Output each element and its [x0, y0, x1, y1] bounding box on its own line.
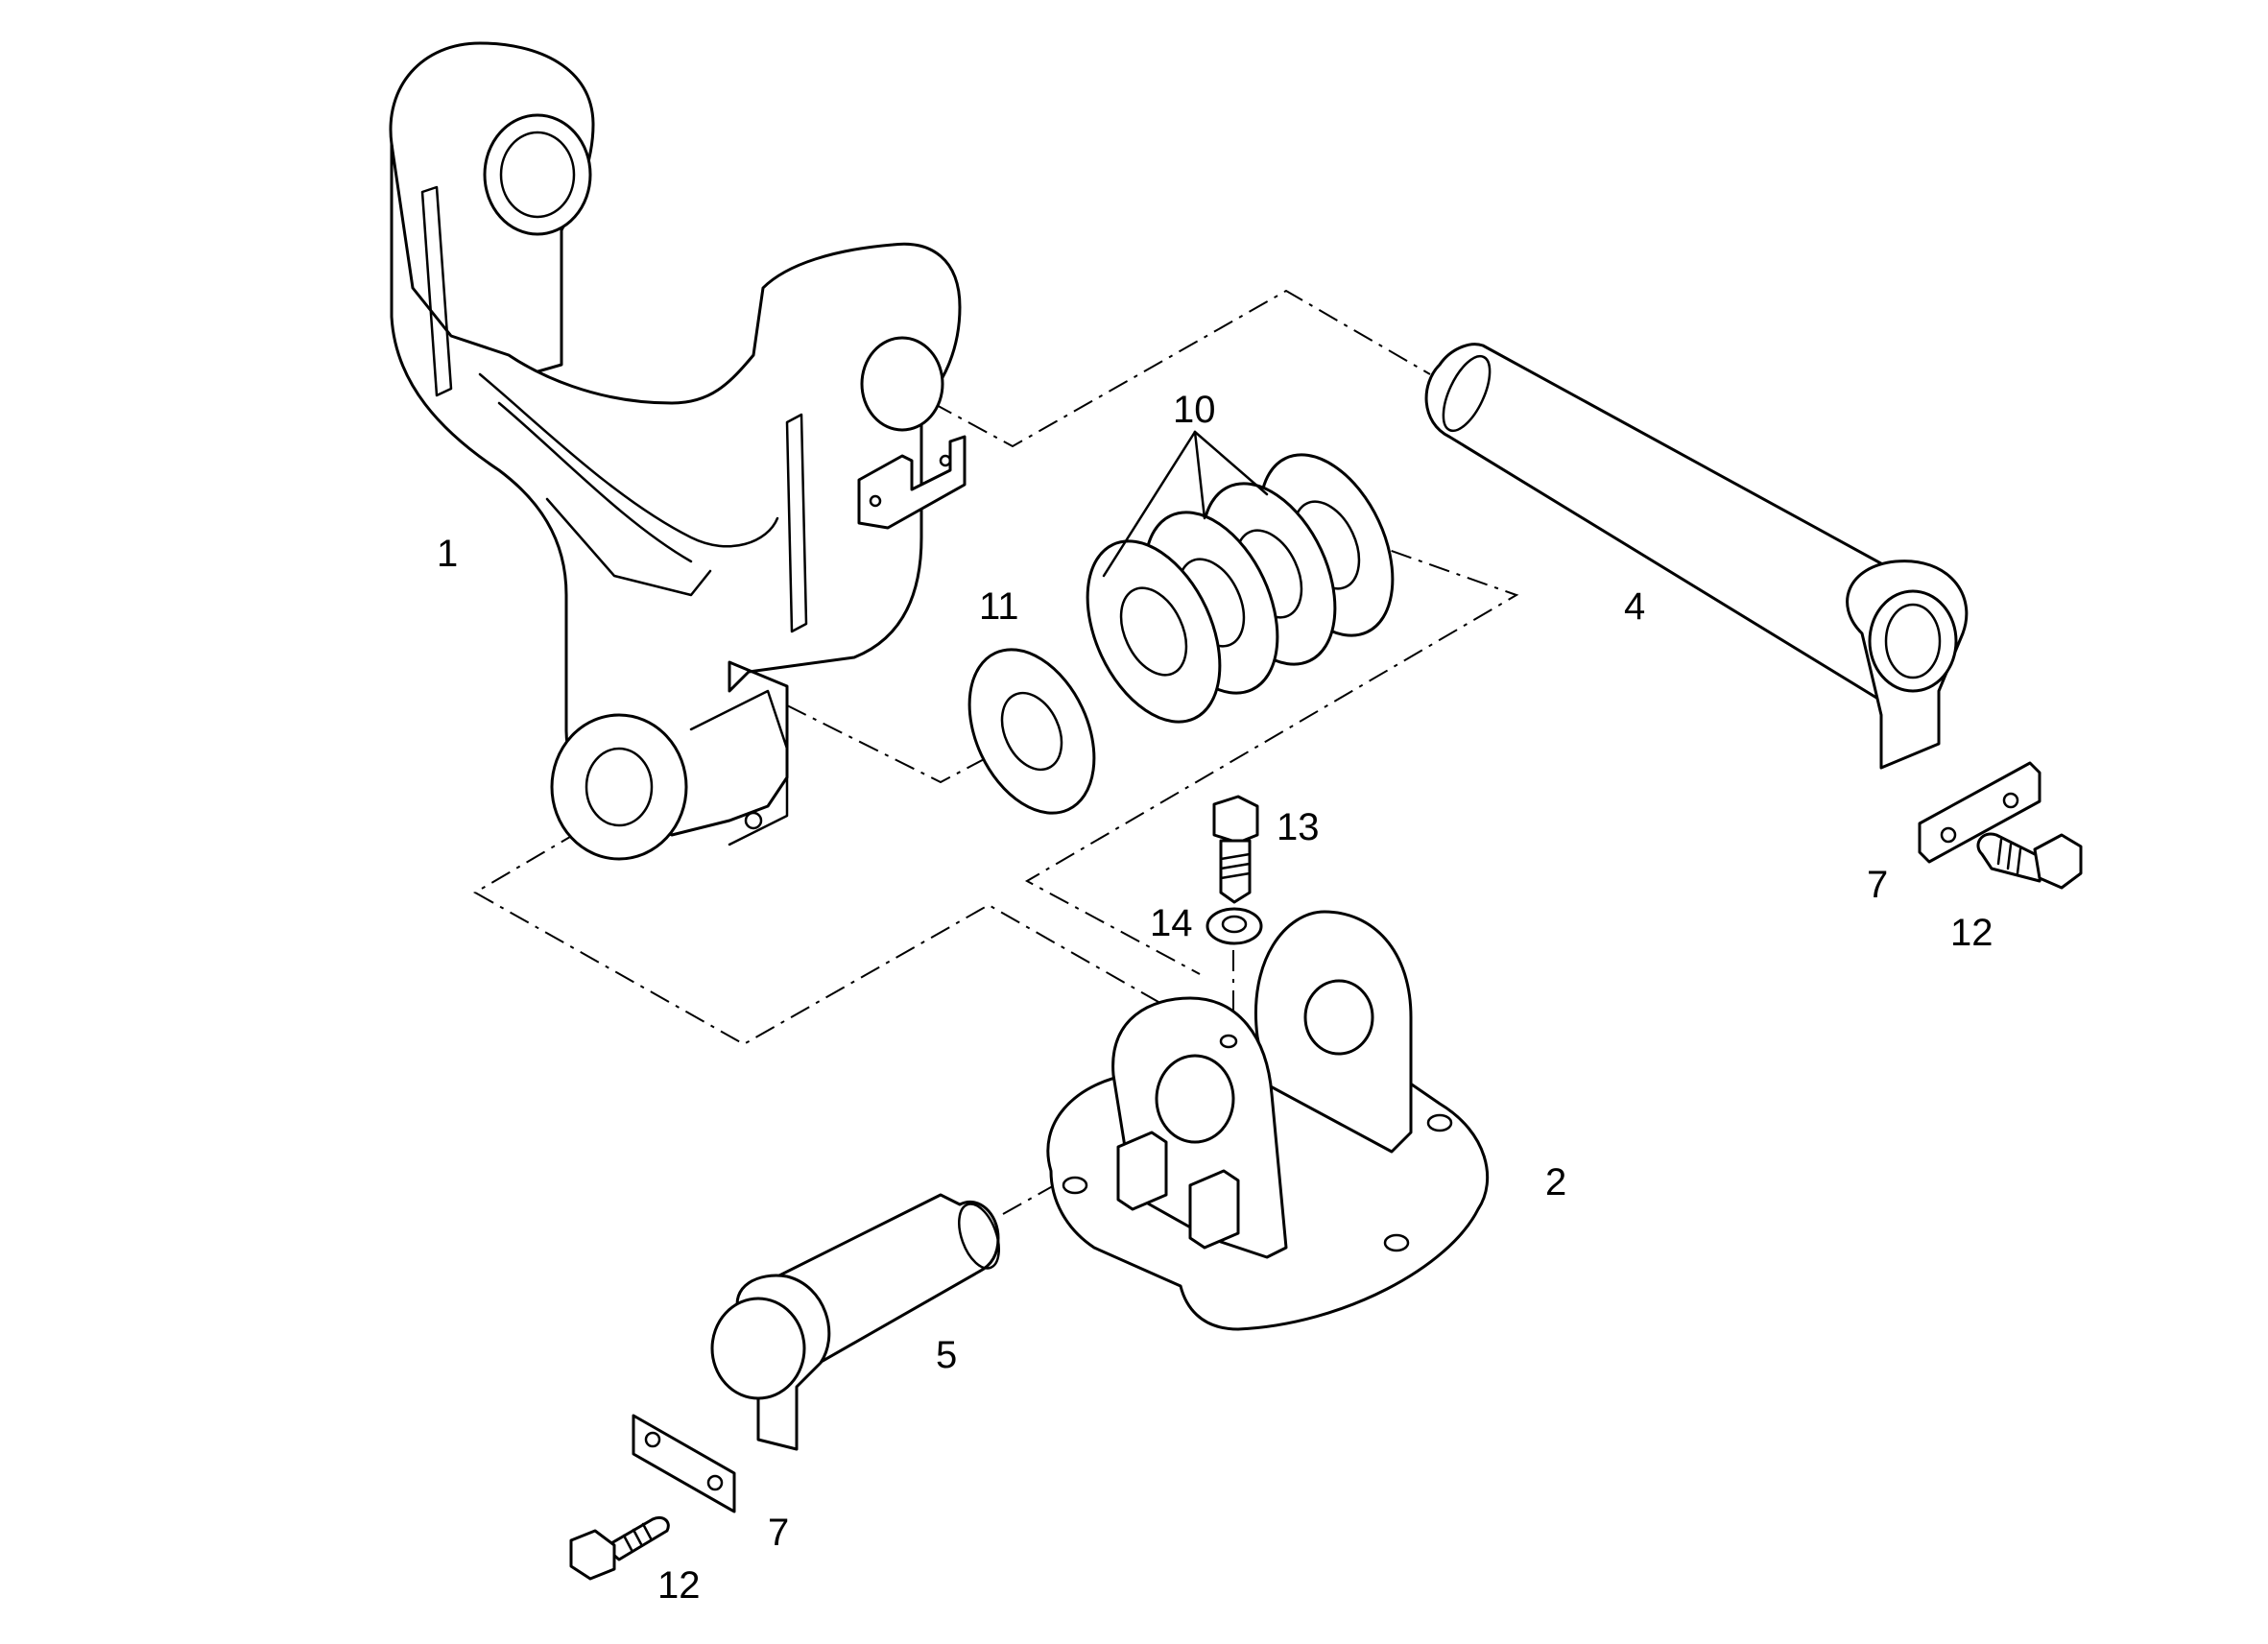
plate-part-7-right — [1918, 761, 2041, 864]
callout-part-10: 10 — [1173, 389, 1216, 431]
pin-part-5 — [710, 1193, 1000, 1451]
washer-part-14 — [1206, 907, 1263, 945]
bolt-part-12-right — [1976, 832, 2083, 890]
callout-part-12-left: 12 — [657, 1564, 701, 1607]
spring-stack-part-10 — [1086, 430, 1395, 724]
callout-part-7-left: 7 — [768, 1512, 789, 1554]
callout-part-11: 11 — [979, 585, 1019, 628]
bolt-part-13 — [1212, 795, 1259, 904]
bracket-part-2 — [1046, 910, 1490, 1331]
callout-part-13: 13 — [1277, 806, 1320, 848]
washer-part-11 — [967, 648, 1096, 815]
plate-part-7-left — [632, 1414, 736, 1513]
callout-part-7-right: 7 — [1867, 864, 1888, 906]
callout-part-1: 1 — [437, 533, 458, 575]
callout-labels: 1 2 4 5 7 7 10 11 12 12 13 14 — [437, 389, 1993, 1607]
right-arm-bore — [860, 336, 944, 432]
lower-bore — [550, 713, 688, 861]
assembly-line-springs-10 — [1024, 536, 1519, 975]
bolt-part-12-left — [569, 1515, 670, 1581]
callout-part-4: 4 — [1624, 585, 1645, 628]
callout-part-14: 14 — [1150, 902, 1193, 944]
pin-part-4 — [1424, 343, 1969, 770]
lever-yoke-part-1 — [389, 41, 967, 861]
lock-plate-part-1 — [857, 435, 967, 530]
assembly-line-pin-4 — [896, 289, 1431, 448]
callout-part-2: 2 — [1545, 1161, 1566, 1203]
callout-part-5: 5 — [936, 1334, 957, 1376]
callout-part-12-right: 12 — [1950, 912, 1993, 954]
